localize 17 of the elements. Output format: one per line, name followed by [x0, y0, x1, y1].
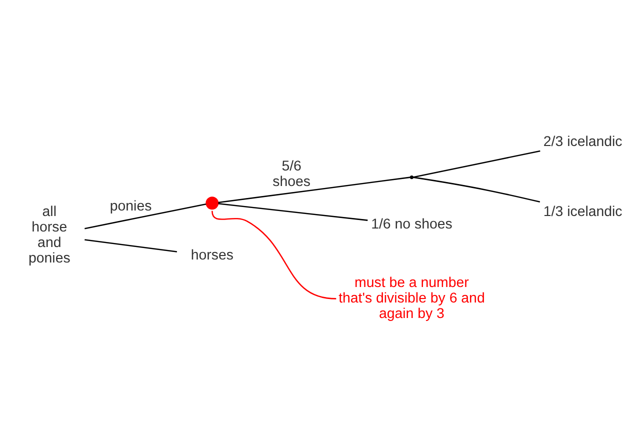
connector [212, 210, 336, 300]
node-text: must be a number that's divisible by 6 and again by 3 [338, 274, 485, 322]
edge-label: 5/6 shoes [272, 158, 311, 190]
node-point [410, 175, 414, 180]
node-text: 1/6 no shoes [371, 216, 452, 233]
node-text: horses [190, 248, 234, 264]
connector [218, 176, 410, 204]
connector [84, 239, 178, 252]
node-text: 2/3 icelandic [543, 134, 622, 150]
node-circle [206, 196, 219, 210]
node-text: all horse and ponies [28, 204, 70, 266]
connector [413, 176, 540, 203]
connector [412, 150, 540, 178]
edge-label: ponies [110, 198, 152, 215]
connector [84, 203, 206, 230]
node-text: 1/3 icelandic [543, 204, 622, 220]
connector [218, 203, 368, 221]
